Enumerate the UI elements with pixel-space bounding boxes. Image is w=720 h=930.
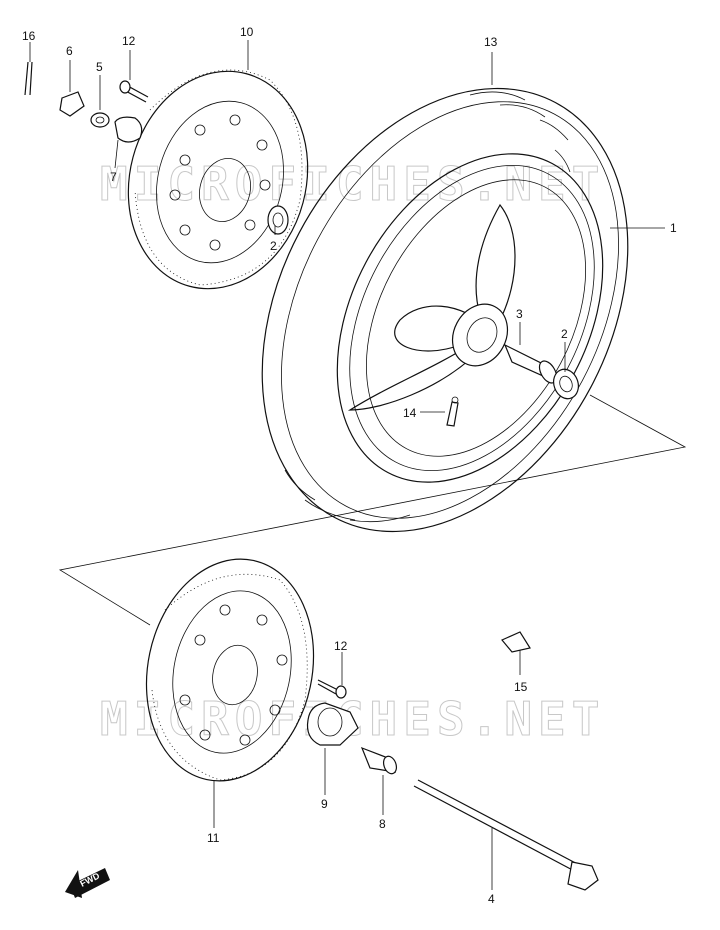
callout-11: 11 [207,831,220,845]
callout-15: 15 [514,680,528,694]
speedometer-gearbox [306,702,359,746]
leader-lines [29,40,665,890]
callout-6: 6 [66,44,73,58]
axis-line [58,394,687,626]
callout-1: 1 [670,221,677,235]
callout-2-left: 2 [270,239,277,253]
callout-13: 13 [484,35,498,49]
callout-16: 16 [22,29,36,43]
callout-8: 8 [379,817,386,831]
callout-9: 9 [321,797,328,811]
wheel-assembly [261,87,629,533]
small-parts-upper [24,61,149,143]
callout-5: 5 [96,60,103,74]
callout-7: 7 [110,170,117,184]
callouts: 13 10 12 5 6 16 7 2 1 3 2 14 12 15 9 8 1… [22,25,677,906]
callout-12-upper: 12 [122,34,136,48]
bolt-lower [317,679,347,699]
fwd-arrow: FWD [65,868,110,898]
watermark-top: MICROFICHES.NET [100,157,605,211]
axle [413,779,599,891]
brake-disc-upper [127,69,309,290]
spacer-8 [360,746,398,775]
callout-12-lower: 12 [334,639,348,653]
callout-2-right: 2 [561,327,568,341]
callout-3: 3 [516,307,523,321]
callout-4: 4 [488,892,495,906]
callout-14: 14 [403,406,417,420]
callout-10: 10 [240,25,254,39]
clip-15 [501,631,531,653]
brake-disc-lower [145,558,315,782]
